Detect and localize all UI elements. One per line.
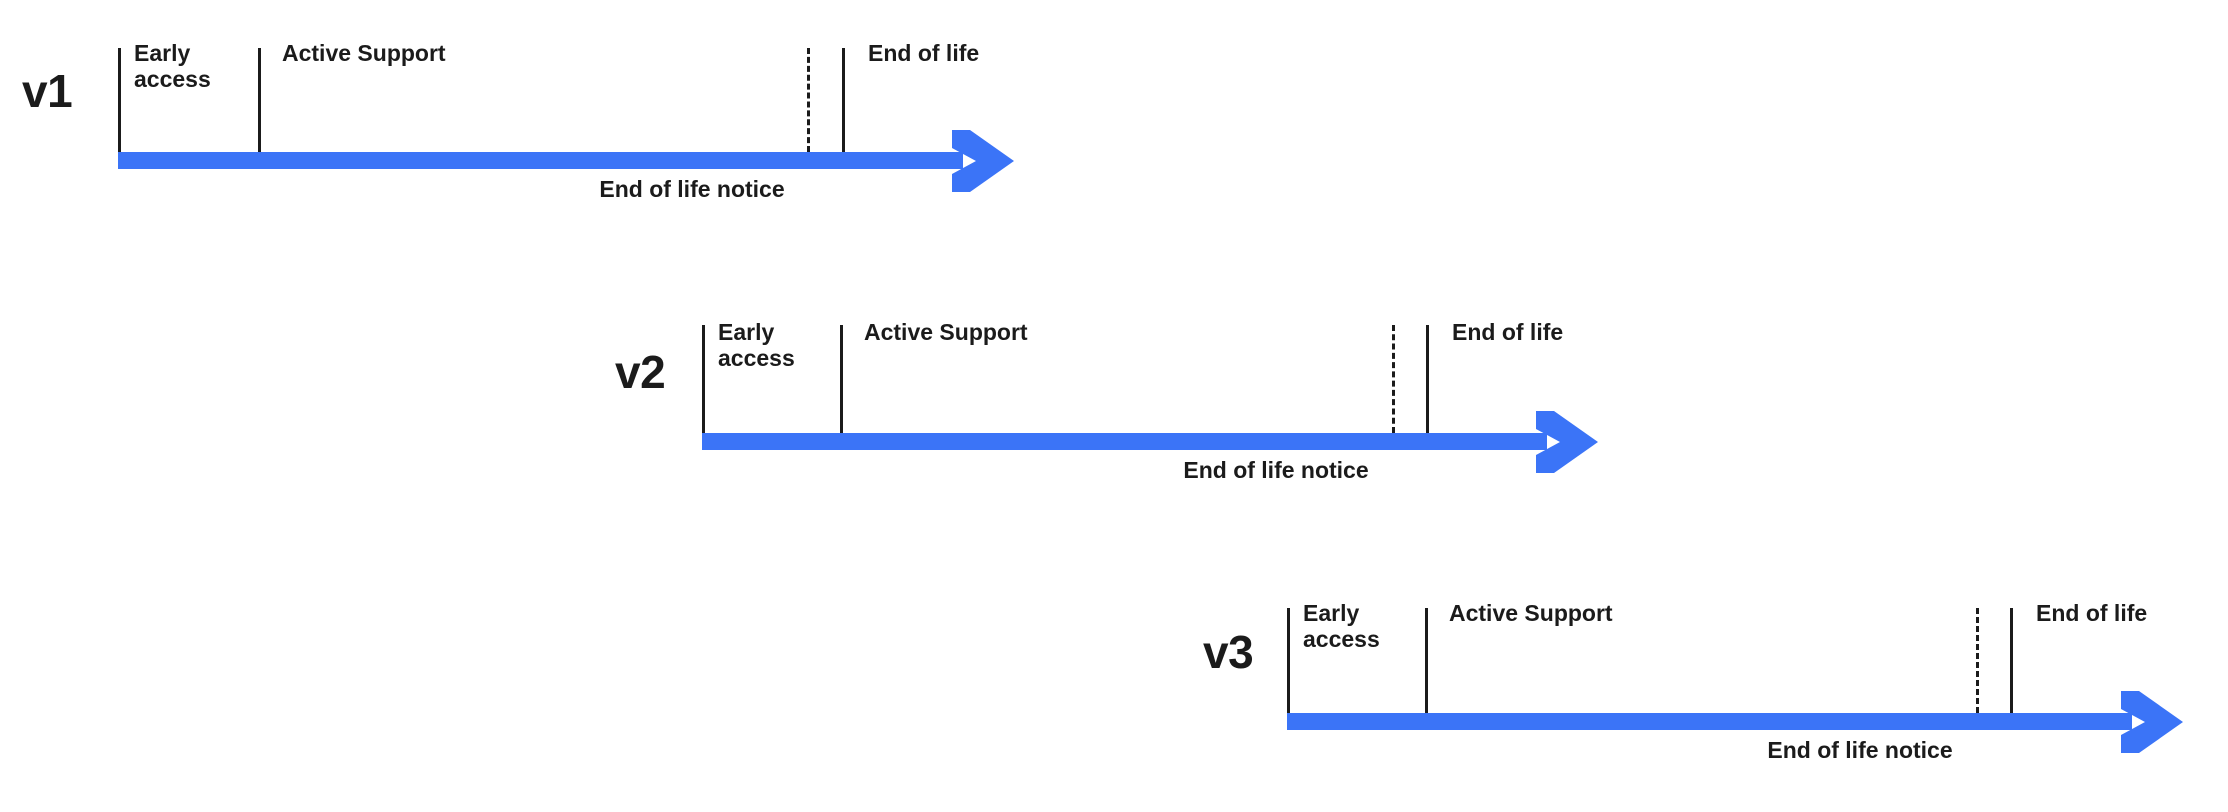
tick-active-support-start-v3 (1425, 608, 1428, 713)
tick-active-support-start-v1 (258, 48, 261, 152)
tick-early-access-start-v2 (702, 325, 705, 433)
version-label-v3: v3 (1203, 626, 1254, 678)
version-label-v1: v1 (22, 65, 73, 117)
phase-label-end-of-life-v1: End of life (868, 40, 980, 66)
phase-label-early-access-v2: Early access (718, 319, 795, 372)
tick-end-of-life-notice-v3 (1976, 608, 1979, 713)
phase-label-active-support-v2: Active Support (864, 319, 1028, 345)
tick-end-of-life-notice-v2 (1392, 325, 1395, 433)
phase-label-active-support-v1: Active Support (282, 40, 446, 66)
lifecycle-arrow-shaft-v3 (1287, 713, 2132, 730)
phase-label-early-access-v1: Early access (134, 40, 211, 93)
tick-end-of-life-start-v2 (1426, 325, 1429, 433)
tick-active-support-start-v2 (840, 325, 843, 433)
phase-label-active-support-v3: Active Support (1449, 600, 1613, 626)
notice-label-v3: End of life notice (1767, 737, 1953, 763)
tick-end-of-life-start-v1 (842, 48, 845, 152)
phase-label-end-of-life-v3: End of life (2036, 600, 2148, 626)
phase-label-early-access-v3: Early access (1303, 600, 1380, 653)
tick-end-of-life-notice-v1 (807, 48, 810, 152)
notice-label-v2: End of life notice (1183, 457, 1369, 483)
version-label-v2: v2 (615, 346, 666, 398)
lifecycle-arrow-shaft-v2 (702, 433, 1547, 450)
phase-label-end-of-life-v2: End of life (1452, 319, 1564, 345)
lifecycle-arrow-shaft-v1 (118, 152, 963, 169)
tick-end-of-life-start-v3 (2010, 608, 2013, 713)
notice-label-v1: End of life notice (599, 176, 785, 202)
tick-early-access-start-v1 (118, 48, 121, 152)
tick-early-access-start-v3 (1287, 608, 1290, 713)
